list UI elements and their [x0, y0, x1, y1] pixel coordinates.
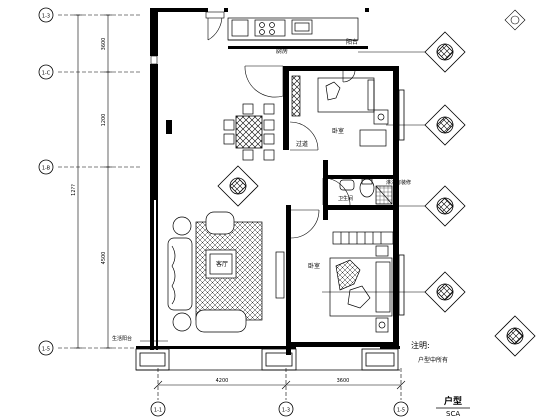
grid-bubble-left-4: 1-5 — [38, 340, 54, 356]
living-room-furniture — [167, 211, 263, 333]
walls — [136, 8, 400, 355]
elevation-symbol-3 — [398, 185, 466, 227]
room-label-living: 客厅 — [216, 260, 228, 268]
grid-bubble-left-3: 1-B — [38, 159, 54, 175]
notes-line-1: 户型中所有 — [418, 356, 448, 364]
grid-bubble-left-2: 1-C — [38, 64, 54, 80]
kitchen-door — [205, 11, 225, 41]
svg-text:1-3: 1-3 — [42, 14, 50, 20]
svg-text:1-5: 1-5 — [397, 408, 405, 414]
room-label-bedroom-top: 卧室 — [332, 127, 344, 135]
footer-title: 户型 — [444, 395, 462, 407]
elevation-symbol-5 — [217, 165, 259, 207]
dim-vertical-upper: 3600 — [101, 38, 107, 51]
dining-table — [223, 103, 275, 161]
room-label-bathroom: 卫生间 — [338, 195, 353, 202]
grid-bubble-bottom-1: 1-1 — [150, 401, 166, 417]
elevation-symbol-4 — [322, 271, 466, 313]
grid-bubble-bottom-3: 1-5 — [393, 401, 409, 417]
dim-vertical-total: 12?? — [71, 184, 77, 196]
room-label-kitchen: 厨房 — [276, 47, 288, 55]
elevation-symbol-top-right — [504, 9, 526, 31]
dim-bottom-right: 3600 — [337, 378, 350, 384]
room-label-bedroom-bottom: 卧室 — [308, 262, 320, 270]
footer-scale: SCA — [446, 410, 460, 418]
wall-cabinet — [166, 120, 172, 134]
bottom-bedroom-furniture — [329, 231, 394, 333]
svg-text:1-1: 1-1 — [154, 408, 162, 414]
kitchen-counter — [227, 17, 359, 41]
bottom-grid-axis — [153, 368, 406, 400]
room-label-corridor: 过道 — [296, 140, 308, 148]
balcony-window-frames — [135, 89, 405, 371]
svg-text:1-3: 1-3 — [282, 408, 290, 414]
notes-title: 注明: — [411, 340, 430, 350]
dim-vertical-lower: 4500 — [101, 252, 107, 265]
bath-note-label: 淋浴房装修 — [386, 179, 411, 186]
left-grid-axis — [58, 14, 140, 349]
entry-door — [244, 65, 284, 98]
dim-vertical-middle: 1200 — [101, 114, 107, 127]
elevation-symbol-6 — [494, 315, 536, 357]
top-bedroom-furniture — [291, 75, 389, 147]
grid-bubble-left-1: 1-3 — [38, 7, 54, 23]
bottom-bedroom-door — [290, 209, 320, 239]
bedroom-tv-unit — [275, 251, 285, 299]
elevation-symbol-1 — [358, 31, 466, 73]
room-label-living-balcony: 生活阳台 — [112, 335, 132, 342]
top-bedroom-door — [289, 70, 356, 151]
bathroom-fixtures — [339, 178, 393, 205]
dim-bottom-left: 4200 — [216, 378, 229, 384]
grid-bubble-bottom-2: 1-3 — [278, 401, 294, 417]
svg-text:1-5: 1-5 — [42, 347, 50, 353]
room-label-balcony-top: 阳台 — [346, 38, 358, 46]
svg-text:1-B: 1-B — [42, 166, 51, 172]
bathroom-door — [322, 177, 351, 206]
elevation-symbol-2 — [386, 104, 466, 146]
svg-text:1-C: 1-C — [42, 71, 51, 77]
